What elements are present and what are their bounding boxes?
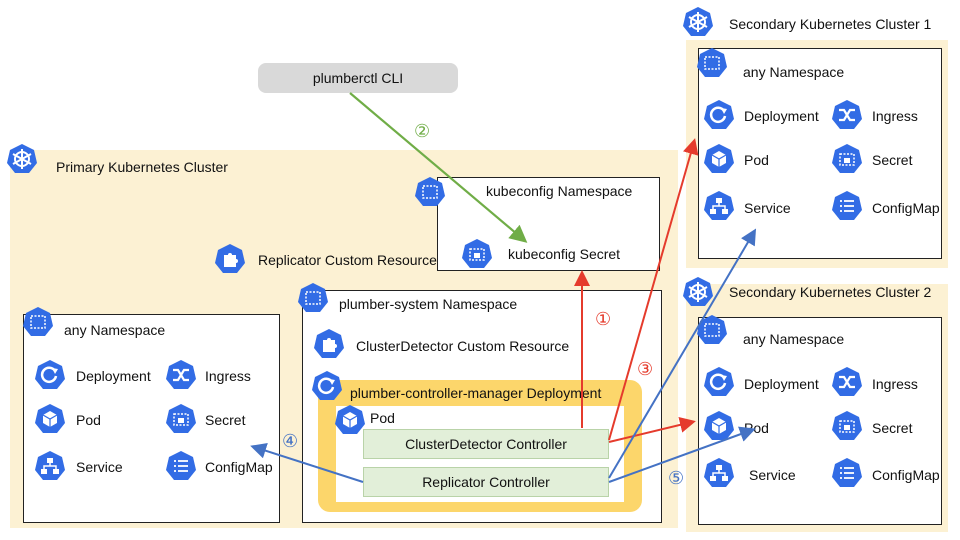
step-1-label: ① <box>595 309 612 329</box>
kubernetes-wheel-icon <box>682 276 714 308</box>
replicator-controller-box: Replicator Controller <box>363 467 609 497</box>
pod-label: Pod <box>744 420 769 436</box>
ingress-icon <box>831 366 863 398</box>
pod-icon <box>334 404 366 436</box>
secret-icon <box>165 403 197 435</box>
ingress-label: Ingress <box>872 376 918 392</box>
step-3-label: ③ <box>637 359 654 379</box>
configmap-label: ConfigMap <box>205 459 273 475</box>
step-5-label: ⑤ <box>668 468 685 488</box>
deployment-icon <box>311 370 343 402</box>
service-icon <box>34 450 66 482</box>
deployment-label: Deployment <box>744 376 819 392</box>
service-icon <box>703 457 735 489</box>
namespace-icon <box>696 314 728 346</box>
custom-resource-icon <box>313 328 345 360</box>
secret-label: Secret <box>872 420 913 436</box>
service-icon <box>703 190 735 222</box>
namespace-icon <box>414 176 446 208</box>
pod-label: Pod <box>370 410 395 426</box>
plumber-system-namespace-title: plumber-system Namespace <box>339 296 518 312</box>
secondary-1-any-namespace-title: any Namespace <box>743 64 845 80</box>
deployment-icon <box>34 359 66 391</box>
ingress-icon <box>831 99 863 131</box>
deployment-label: Deployment <box>76 368 151 384</box>
secret-icon <box>831 410 863 442</box>
deployment-label: Deployment <box>744 108 819 124</box>
namespace-icon <box>696 47 728 79</box>
primary-cluster-title: Primary Kubernetes Cluster <box>56 159 228 175</box>
controller-manager-deployment-label: plumber-controller-manager Deployment <box>350 385 602 401</box>
secret-icon <box>461 238 493 270</box>
configmap-icon <box>831 190 863 222</box>
plumberctl-cli-box: plumberctl CLI <box>258 63 458 93</box>
pod-label: Pod <box>744 152 769 168</box>
step-2-label: ② <box>414 121 431 141</box>
ingress-label: Ingress <box>872 108 918 124</box>
replicator-cr-label: Replicator Custom Resource <box>258 252 437 268</box>
pod-icon <box>703 143 735 175</box>
cluster-detector-controller-box: ClusterDetector Controller <box>363 429 609 459</box>
secret-label: Secret <box>205 412 246 428</box>
deployment-icon <box>703 99 735 131</box>
ingress-label: Ingress <box>205 368 251 384</box>
ingress-icon <box>165 359 197 391</box>
kubernetes-wheel-icon <box>6 143 38 175</box>
primary-any-namespace-box <box>23 314 280 523</box>
step-4-label: ④ <box>282 431 299 451</box>
service-label: Service <box>749 467 796 483</box>
secret-icon <box>831 143 863 175</box>
service-label: Service <box>744 200 791 216</box>
kubeconfig-namespace-title: kubeconfig Namespace <box>486 183 633 199</box>
configmap-label: ConfigMap <box>872 200 940 216</box>
primary-any-namespace-title: any Namespace <box>64 322 166 338</box>
secondary-1-any-namespace-box <box>698 48 942 259</box>
secondary-cluster-1-title: Secondary Kubernetes Cluster 1 <box>729 16 932 32</box>
secret-label: Secret <box>872 152 913 168</box>
kubeconfig-secret-label: kubeconfig Secret <box>508 246 621 262</box>
configmap-icon <box>831 457 863 489</box>
configmap-label: ConfigMap <box>872 467 940 483</box>
pod-icon <box>34 403 66 435</box>
pod-label: Pod <box>76 412 101 428</box>
deployment-icon <box>703 366 735 398</box>
configmap-icon <box>165 450 197 482</box>
namespace-icon <box>22 306 54 338</box>
pod-icon <box>703 410 735 442</box>
secondary-cluster-2-title: Secondary Kubernetes Cluster 2 <box>729 284 932 300</box>
kubernetes-wheel-icon <box>682 6 714 38</box>
secondary-2-any-namespace-title: any Namespace <box>743 331 845 347</box>
cluster-detector-cr-label: ClusterDetector Custom Resource <box>356 338 570 354</box>
custom-resource-icon <box>214 243 246 275</box>
service-label: Service <box>76 459 123 475</box>
namespace-icon <box>297 282 329 314</box>
